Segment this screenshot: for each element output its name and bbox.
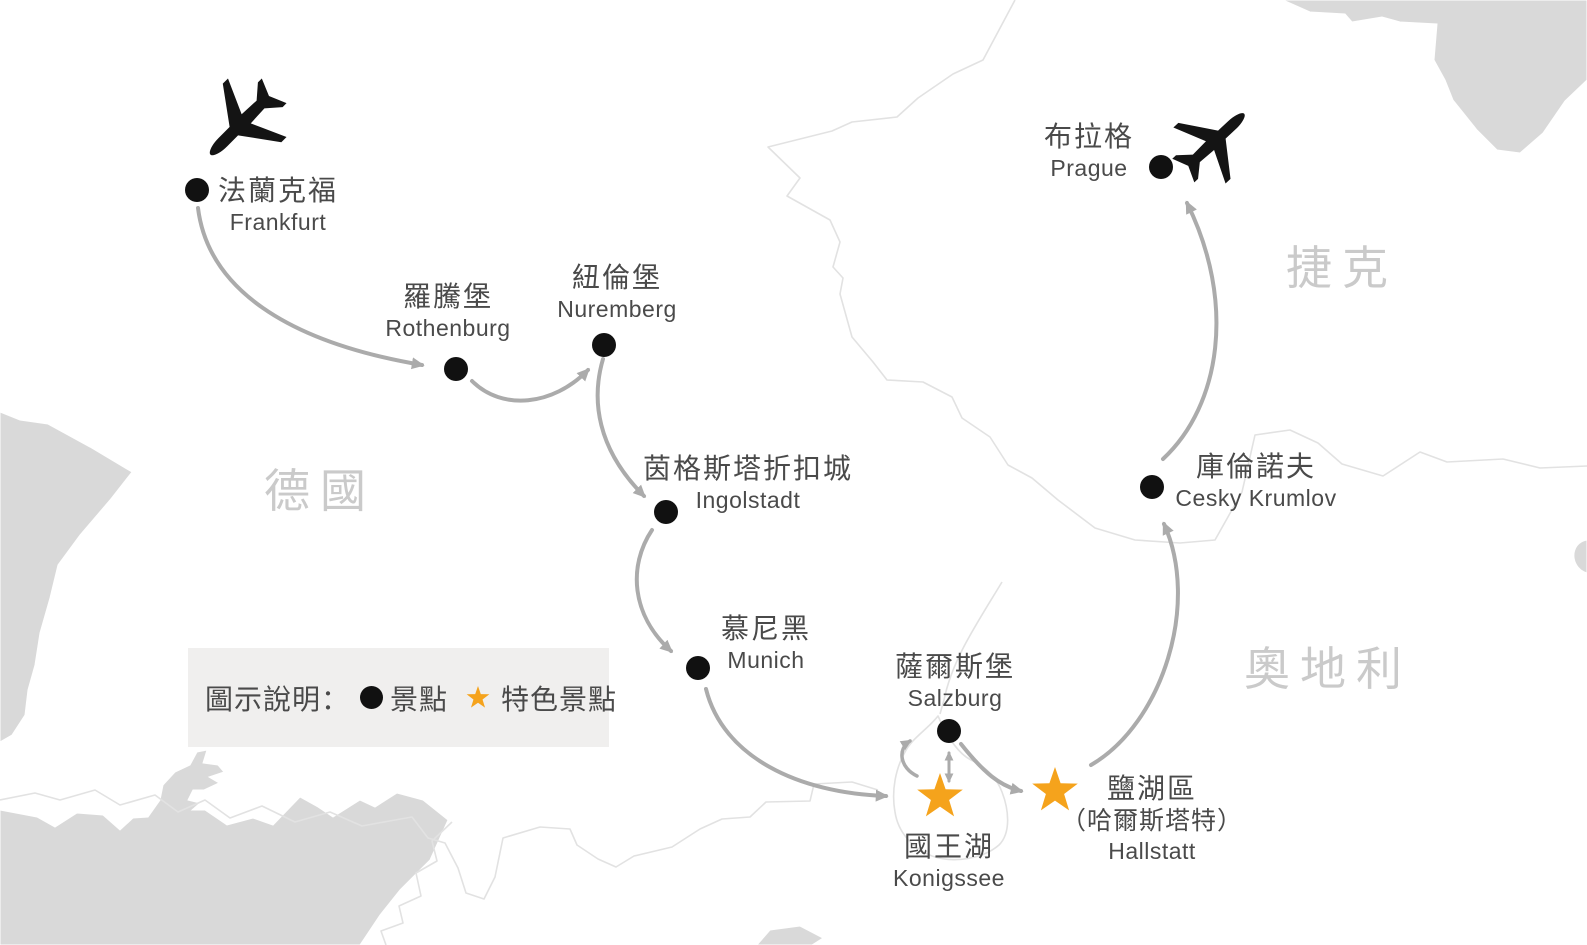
- dot-marker-ingolstadt: [654, 500, 678, 524]
- country-label-czech: 捷克: [1286, 242, 1398, 294]
- land-shape-northeast: [1282, 0, 1587, 154]
- stop-zh-munich: 慕尼黑: [720, 613, 811, 644]
- stop-en-ingolstadt: Ingolstadt: [695, 487, 801, 513]
- legend-dot-icon: [360, 686, 384, 709]
- dot-marker-nuremberg: [592, 333, 616, 357]
- stop-en-rothenburg: Rothenburg: [385, 315, 511, 341]
- stop-zh-prague: 布拉格: [1043, 121, 1134, 152]
- stop-en-konigssee: Konigssee: [893, 865, 1005, 891]
- stop-zh-nuremberg: 紐倫堡: [571, 262, 662, 293]
- stop-en-munich: Munich: [727, 647, 805, 673]
- stop-en-prague: Prague: [1050, 155, 1128, 181]
- route-konigssee-salzburg-loop: [899, 739, 919, 778]
- stop-label-rothenburg: 羅騰堡 Rothenburg: [368, 280, 528, 342]
- stop-en-nuremberg: Nuremberg: [557, 296, 677, 322]
- border-salzach-river: [939, 581, 1003, 715]
- border-alps-zigzag: [380, 821, 453, 945]
- stop-zh-ingolstadt: 茵格斯塔折扣城: [642, 453, 853, 484]
- land-shape-alps: [0, 749, 449, 945]
- route-ingolstadt-munich: [634, 528, 674, 653]
- stop-zh-konigssee: 國王湖: [903, 831, 994, 862]
- route-rothenburg-nuremberg: [470, 368, 590, 403]
- country-label-germany: 德國: [264, 465, 376, 517]
- stop-zh2-hallstatt: （哈爾斯塔特）: [1060, 807, 1243, 835]
- dot-marker-salzburg: [937, 719, 961, 743]
- stop-zh-frankfurt: 法蘭克福: [217, 175, 338, 206]
- stop-en-cesky-krumlov: Cesky Krumlov: [1175, 485, 1337, 511]
- border-czech: [767, 0, 1587, 544]
- stop-label-munich: 慕尼黑 Munich: [686, 612, 846, 674]
- route-arrows: [196, 200, 1219, 802]
- airplane-icon-frankfurt: [181, 61, 304, 184]
- stop-zh-salzburg: 薩爾斯堡: [894, 651, 1015, 682]
- stop-label-prague: 布拉格 Prague: [1009, 120, 1169, 182]
- stop-zh-hallstatt: 鹽湖區: [1106, 773, 1197, 804]
- stop-label-salzburg: 薩爾斯堡 Salzburg: [875, 650, 1035, 712]
- route-hallstatt-ceskykrumlov: [1089, 521, 1180, 767]
- route-frankfurt-rothenburg: [196, 206, 425, 370]
- dot-marker-munich: [686, 656, 710, 680]
- land-shape-bottom-wedge: [756, 925, 824, 945]
- stop-zh-cesky-krumlov: 庫倫諾夫: [1195, 451, 1316, 482]
- stop-label-nuremberg: 紐倫堡 Nuremberg: [537, 261, 697, 323]
- stop-dots: [185, 155, 1173, 743]
- route-munich-konigssee: [704, 687, 889, 802]
- land-shape-east-blob: [1573, 539, 1587, 574]
- route-salzburg-hallstatt: [959, 742, 1024, 795]
- dot-marker-cesky-krumlov: [1140, 475, 1164, 499]
- stop-zh-rothenburg: 羅騰堡: [402, 281, 493, 312]
- dot-marker-rothenburg: [444, 357, 468, 381]
- stop-en-frankfurt: Frankfurt: [229, 209, 327, 235]
- stop-label-frankfurt: 法蘭克福 Frankfurt: [198, 174, 358, 236]
- stop-en-hallstatt: Hallstatt: [1108, 838, 1196, 864]
- legend-star-icon: [466, 685, 490, 708]
- airplane-icon-prague: [1157, 85, 1271, 199]
- stop-en-salzburg: Salzburg: [907, 685, 1003, 711]
- route-ceskykrumlov-prague: [1161, 200, 1219, 461]
- legend-star-label: 特色景點: [501, 683, 618, 715]
- dot-marker-frankfurt: [185, 178, 209, 202]
- legend-dot-label: 景點: [390, 683, 449, 715]
- stop-label-cesky-krumlov: 庫倫諾夫 Cesky Krumlov: [1146, 450, 1366, 512]
- route-nuremberg-ingolstadt: [595, 357, 646, 498]
- country-label-austria: 奧地利: [1244, 643, 1412, 695]
- land-shape-west: [0, 411, 133, 743]
- legend-title: 圖示說明：: [205, 683, 351, 715]
- stop-label-hallstatt: 鹽湖區 （哈爾斯塔特） Hallstatt: [1032, 772, 1272, 865]
- stop-label-ingolstadt: 茵格斯塔折扣城 Ingolstadt: [638, 452, 858, 514]
- stop-label-konigssee: 國王湖 Konigssee: [869, 830, 1029, 892]
- legend: 圖示說明： 景點 特色景點: [188, 648, 616, 747]
- dot-marker-prague: [1149, 155, 1173, 179]
- border-austria-germany: [0, 781, 879, 900]
